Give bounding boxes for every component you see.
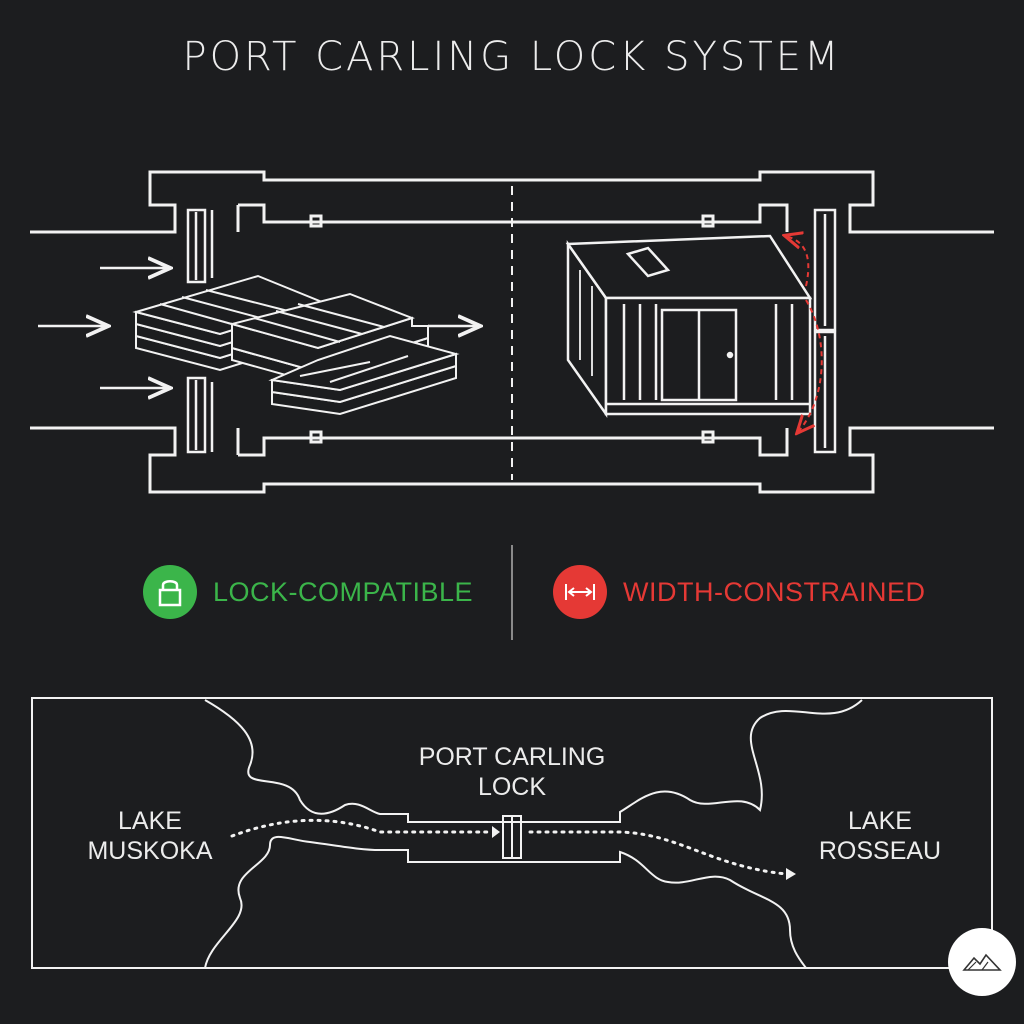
boathouse bbox=[565, 234, 813, 418]
map-route bbox=[230, 818, 788, 876]
legend-width-constrained: WIDTH-CONSTRAINED bbox=[553, 562, 925, 622]
dock-sections bbox=[132, 274, 460, 416]
map-label-lake-muskoka: LAKE MUSKOKA bbox=[87, 807, 213, 865]
map-route-arrowheads bbox=[492, 826, 796, 880]
diagram-title: PORT CARLING LOCK SYSTEM bbox=[182, 34, 842, 80]
lock-chamber bbox=[30, 170, 994, 494]
legend-lock-compatible: LOCK-COMPATIBLE bbox=[143, 562, 473, 622]
legend-width-constrained-label: WIDTH-CONSTRAINED bbox=[623, 576, 926, 607]
width-constraint-arrows bbox=[786, 236, 823, 432]
downstream-gate bbox=[813, 208, 837, 454]
width-arrows-icon bbox=[553, 565, 607, 619]
legend-divider bbox=[511, 545, 513, 640]
mountain-logo-icon bbox=[948, 928, 1016, 996]
map-frame bbox=[31, 697, 993, 969]
upstream-gate bbox=[186, 208, 214, 454]
map-lock-symbol bbox=[502, 815, 522, 859]
padlock-icon bbox=[143, 565, 197, 619]
legend-lock-compatible-label: LOCK-COMPATIBLE bbox=[213, 576, 474, 607]
flow-arrows bbox=[38, 268, 478, 388]
map-label-port-carling-lock: PORT CARLING LOCK bbox=[418, 743, 606, 801]
map-shorelines bbox=[204, 699, 863, 969]
map-label-lake-rosseau: LAKE ROSSEAU bbox=[818, 807, 942, 865]
